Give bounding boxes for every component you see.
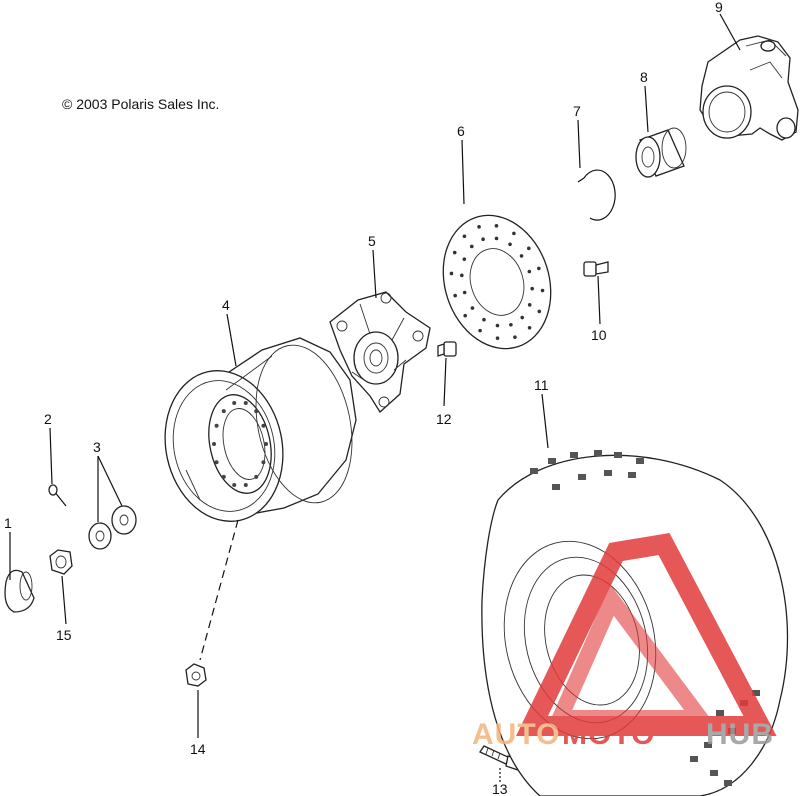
disc-hole (481, 237, 485, 242)
disc-hole (527, 269, 532, 274)
retaining-ring-icon (577, 169, 616, 221)
rim-stud (212, 442, 216, 446)
tread-block (594, 450, 602, 456)
tread-block (530, 468, 538, 474)
copyright-notice: © 2003 Polaris Sales Inc. (62, 96, 220, 112)
callout-2: 2 (44, 411, 52, 427)
automotohub-watermark: AUTO MOTO HUB (472, 532, 777, 751)
castle-nut-icon (49, 549, 73, 575)
rim-stud (264, 442, 268, 446)
washer-icon (88, 505, 137, 550)
disc-hole (462, 290, 467, 295)
disc-hole (470, 306, 475, 310)
disc-hole (527, 325, 532, 330)
callout-12: 12 (436, 411, 452, 427)
disc-hole (508, 242, 512, 247)
bearing-carrier-icon (699, 35, 799, 141)
watermark-hub: HUB (706, 718, 774, 751)
disc-hole (520, 315, 525, 320)
rim-stud (232, 401, 237, 406)
disc-hole (537, 266, 541, 271)
tread-block (628, 472, 636, 478)
disc-hole (462, 234, 467, 239)
disc-hole (449, 271, 454, 276)
disc-hole (527, 303, 532, 307)
leader-lines (9, 13, 741, 782)
tread-block (614, 452, 622, 458)
tread-block (570, 452, 578, 458)
callout-13: 13 (492, 781, 508, 796)
tread-block (704, 742, 712, 748)
bearing-icon (635, 127, 687, 178)
disc-hole (482, 317, 486, 322)
watermark-auto: AUTO (472, 718, 560, 751)
tread-block (690, 756, 698, 762)
disc-hole (495, 336, 500, 340)
disc-hole (530, 286, 534, 291)
disc-hole (477, 225, 481, 229)
callout-8: 8 (640, 69, 648, 85)
disc-hole (540, 288, 545, 293)
disc-hole (519, 254, 524, 258)
callout-11: 11 (534, 377, 549, 393)
disc-hole (495, 323, 500, 328)
rim-stud (214, 460, 219, 465)
callout-10: 10 (591, 327, 607, 343)
disc-hole (494, 236, 499, 241)
callout-6: 6 (457, 123, 465, 139)
rim-stud (261, 423, 266, 428)
tread-block (552, 484, 560, 490)
disc-hole (469, 244, 474, 249)
wheel-hub-icon (329, 291, 431, 414)
bolt-icon (583, 261, 609, 277)
callout-7: 7 (573, 103, 581, 119)
rim-stud (243, 401, 248, 406)
rim-stud (254, 474, 259, 479)
tread-block (716, 710, 724, 716)
tread-block (578, 474, 586, 480)
rim-stud (254, 409, 259, 414)
bolt-icon (437, 341, 457, 357)
watermark-moto: MOTO (562, 718, 655, 751)
wheel-rim-icon (164, 337, 357, 522)
callout-3: 3 (93, 439, 101, 455)
callout-5: 5 (368, 233, 376, 249)
tread-block (636, 458, 644, 464)
rim-stud (221, 409, 226, 414)
callout-1: 1 (4, 515, 12, 531)
callout-15: 15 (56, 627, 72, 643)
callout-9: 9 (715, 0, 723, 15)
tread-block (604, 470, 612, 476)
tread-block (724, 780, 732, 786)
brake-disc-icon (442, 214, 552, 350)
disc-hole (452, 250, 457, 255)
cotter-pin-icon (48, 484, 67, 507)
disc-hole (509, 322, 513, 327)
callout-labels: 1 2 3 4 5 6 7 8 9 10 11 12 13 14 15 (4, 0, 723, 796)
callout-4: 4 (222, 297, 230, 313)
disc-hole (453, 293, 457, 298)
rim-stud (221, 474, 226, 479)
disc-hole (462, 257, 467, 261)
disc-hole (512, 231, 516, 236)
disc-hole (527, 246, 531, 251)
lug-nut-icon (185, 663, 207, 687)
tread-block (548, 458, 556, 464)
disc-hole (463, 313, 467, 318)
tread-block (752, 690, 760, 696)
disc-hole (513, 335, 517, 339)
disc-hole (494, 224, 499, 228)
rim-stud (232, 482, 237, 487)
callout-14: 14 (190, 741, 206, 757)
disc-hole (537, 309, 542, 314)
tread-block (710, 770, 718, 776)
rim-stud (261, 460, 266, 465)
rim-stud (214, 423, 219, 428)
disc-hole (478, 328, 482, 333)
disc-hole (460, 273, 464, 278)
hub-cap-icon (4, 569, 35, 613)
rim-stud (243, 482, 248, 487)
